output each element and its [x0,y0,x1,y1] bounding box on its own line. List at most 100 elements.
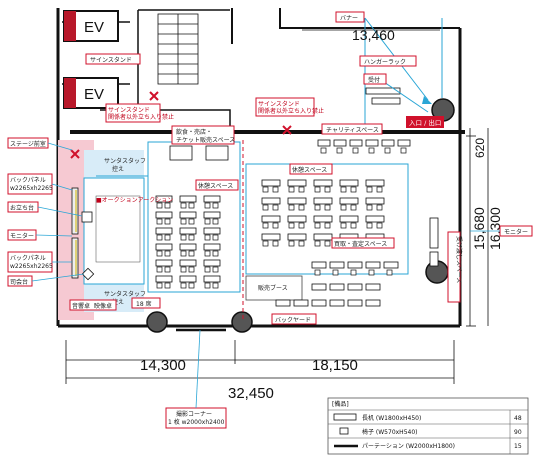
rest-desk [287,215,307,223]
chair [272,186,279,193]
sign-stand-note2-a: サインスタンド [258,100,300,108]
chair [164,250,171,257]
backyard-desk [329,299,345,307]
chair [336,147,343,154]
chair [164,282,171,289]
furniture-layer [155,87,439,332]
chair [212,250,219,257]
rest-desk [179,259,197,267]
sign-stand-label: サインスタンド [90,56,132,64]
dim-right-16300: 16,300 [487,207,503,250]
video-seat-label: 映像卓 [94,302,112,310]
back-panels [71,187,95,281]
chair [298,186,305,193]
elevator-top: EV [63,10,119,42]
chair [188,234,195,241]
chair [352,147,359,154]
dim-top-width: 13,460 [352,27,395,43]
chair [324,240,331,247]
dimension-lines [65,29,489,384]
side-table [429,217,439,249]
chair [180,250,187,257]
rest-desk [155,243,173,251]
food-area-label-b: チケット販売スペース [176,136,235,144]
rest-desk [261,197,281,205]
rest-desk [313,215,333,223]
photo-corner-label-a: 撮影コーナー [176,410,212,418]
buy-desk [383,261,399,269]
reception-desk [371,97,401,105]
chair [262,204,269,211]
rest-desk [313,179,333,187]
chair [188,282,195,289]
chair [180,234,187,241]
rest-desk [365,215,385,223]
charity-space-label: チャリティスペース [326,127,379,134]
chair [314,204,321,211]
rest-desk [203,211,221,219]
chair [340,222,347,229]
chair [188,202,195,209]
backyard-label: バックヤード [275,317,311,324]
charity-desk [349,139,363,147]
sign-stand-note1-a: サインスタンド [108,106,150,114]
chair [272,222,279,229]
food-area-label-a: 飲食・売店・ [176,128,212,136]
chair [164,218,171,225]
chair [288,240,295,247]
buy-desk [311,261,327,269]
rest-desk [261,233,281,241]
charity-desk [365,139,379,147]
chair [298,204,305,211]
santa-staff-bottom-label-a: サンタスタッフ [104,290,146,298]
chair [180,266,187,273]
reception-desk [365,87,401,95]
chair [204,234,211,241]
santa-staff-top-label-b: 控え [112,165,124,173]
rest-desk [339,179,359,187]
banner-label: バナー [340,15,358,22]
rest-desk [155,195,173,203]
chair [262,240,269,247]
chair [386,269,393,276]
chair [212,234,219,241]
chair [262,222,269,229]
rest-desk [155,259,173,267]
rest-desk [155,275,173,283]
callout-connectors [31,142,500,409]
podium-label: お立ち台 [10,204,34,212]
chair [204,282,211,289]
back-panel-top-label-b: w2265xh2265 [10,185,53,192]
chair [314,269,321,276]
buy-desk [311,283,327,291]
chair [288,204,295,211]
santa-staff-bottom-label-b: 控え [112,298,124,306]
rest-desk [339,197,359,205]
seats-count-label: 18 席 [136,300,152,308]
chair [324,186,331,193]
rest-desk [203,195,221,203]
santa-staff-top-label-a: サンタスタッフ [104,157,146,165]
equipment-legend: [備品] 長机 (W1800xH450) 48 椅子 (W570xH540) 9… [327,397,529,455]
rest-desk [261,179,281,187]
legend-row-partition-name: パーテーション (W2000xH1800) [362,443,455,450]
chair [204,218,211,225]
buy-desk [365,283,381,291]
legend-row-chair-count: 90 [514,429,522,436]
chair [314,222,321,229]
buy-desk [347,283,363,291]
rest-desk [287,179,307,187]
chair [164,266,171,273]
backyard-desk [311,299,327,307]
chair [350,204,357,211]
chair [156,218,163,225]
sales-booth-label: 販売ブース [258,284,288,292]
rest-desk [365,197,385,205]
ev-top-label: EV [84,19,104,36]
chair [156,234,163,241]
gift-space-label: 受け渡しスペース [455,236,463,283]
sign-stand-note2-b: 関係者以外立ち入り禁止 [258,107,324,115]
chair [156,282,163,289]
